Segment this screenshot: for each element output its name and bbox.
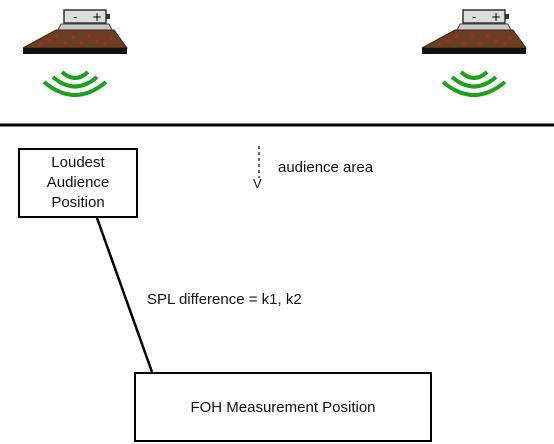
loudest-box-line-2: Audience	[46, 174, 110, 191]
battery-plus-sign: +	[92, 10, 102, 24]
loudest-box-line-1: Loudest	[51, 154, 105, 171]
spl-difference-label: SPL difference = k1, k2	[147, 291, 302, 308]
battery-minus-sign: -	[472, 10, 476, 24]
audience-arrow-head: V	[253, 176, 262, 191]
loudest-audience-position-box: Loudest Audience Position	[18, 148, 138, 218]
battery-plus-sign: +	[491, 10, 501, 24]
battery-minus-sign: -	[73, 10, 77, 24]
speaker-right-icon: - +	[421, 9, 527, 97]
foh-box-label: FOH Measurement Position	[190, 398, 376, 416]
foh-measurement-position-box: FOH Measurement Position	[134, 372, 432, 442]
audience-area-label: audience area	[278, 159, 374, 176]
loudest-box-line-3: Position	[51, 194, 105, 211]
connector-line	[95, 217, 154, 373]
speaker-left-icon: - +	[22, 9, 128, 97]
